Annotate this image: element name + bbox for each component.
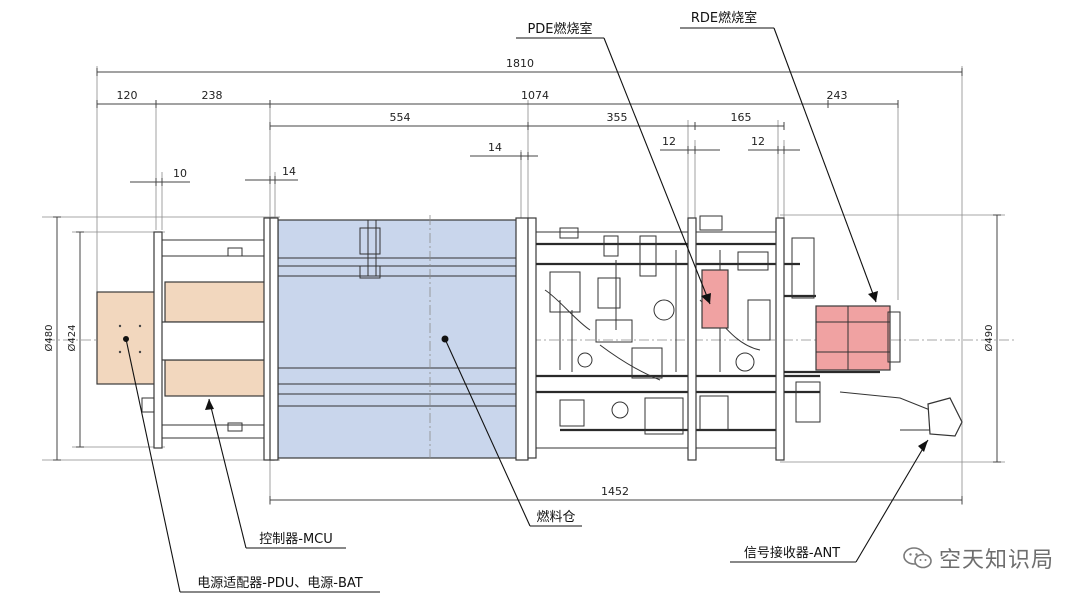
dim-355: 355 [607, 111, 628, 124]
dim-243: 243 [827, 89, 848, 102]
dim-dia-424: Ø424 [66, 325, 78, 352]
dim-dia-480: Ø480 [43, 325, 55, 352]
label-controller: 控制器-MCU [259, 532, 333, 547]
watermark-text: 空天知识局 [938, 548, 1054, 573]
dim-554: 554 [390, 111, 411, 124]
dim-238: 238 [202, 89, 223, 102]
dim-12-left: 12 [662, 135, 676, 148]
dim-14-left: 14 [282, 165, 296, 178]
label-pde-chamber: PDE燃烧室 [527, 21, 592, 37]
label-receiver: 信号接收器-ANT [744, 545, 840, 561]
dim-10: 10 [173, 167, 187, 180]
dim-1452: 1452 [601, 485, 629, 498]
power-block-lower [164, 359, 266, 397]
dim-165: 165 [731, 111, 752, 124]
dim-overall: 1810 [506, 57, 534, 70]
dim-14-center: 14 [488, 141, 502, 154]
dim-12-right: 12 [751, 135, 765, 148]
dimension-lines [53, 68, 1001, 504]
label-power: 电源适配器-PDU、电源-BAT [197, 576, 363, 591]
power-block-upper [164, 281, 266, 323]
dim-1074: 1074 [521, 89, 549, 102]
leader-lines [125, 27, 929, 593]
antenna-unit [927, 397, 963, 437]
label-rde-chamber: RDE燃烧室 [691, 10, 757, 26]
label-fuel-tank: 燃料仓 [536, 509, 575, 525]
wechat-icon [903, 547, 932, 569]
dim-120: 120 [117, 89, 138, 102]
power-block-base [96, 291, 158, 385]
power-assembly [96, 217, 275, 461]
rde-combustor [815, 305, 891, 371]
fuel-tank-body [277, 219, 521, 459]
dim-dia-490: Ø490 [983, 325, 995, 352]
engine-plumbing [527, 215, 963, 461]
watermark: 空天知识局 [903, 542, 1054, 574]
fuel-tank [269, 215, 529, 462]
